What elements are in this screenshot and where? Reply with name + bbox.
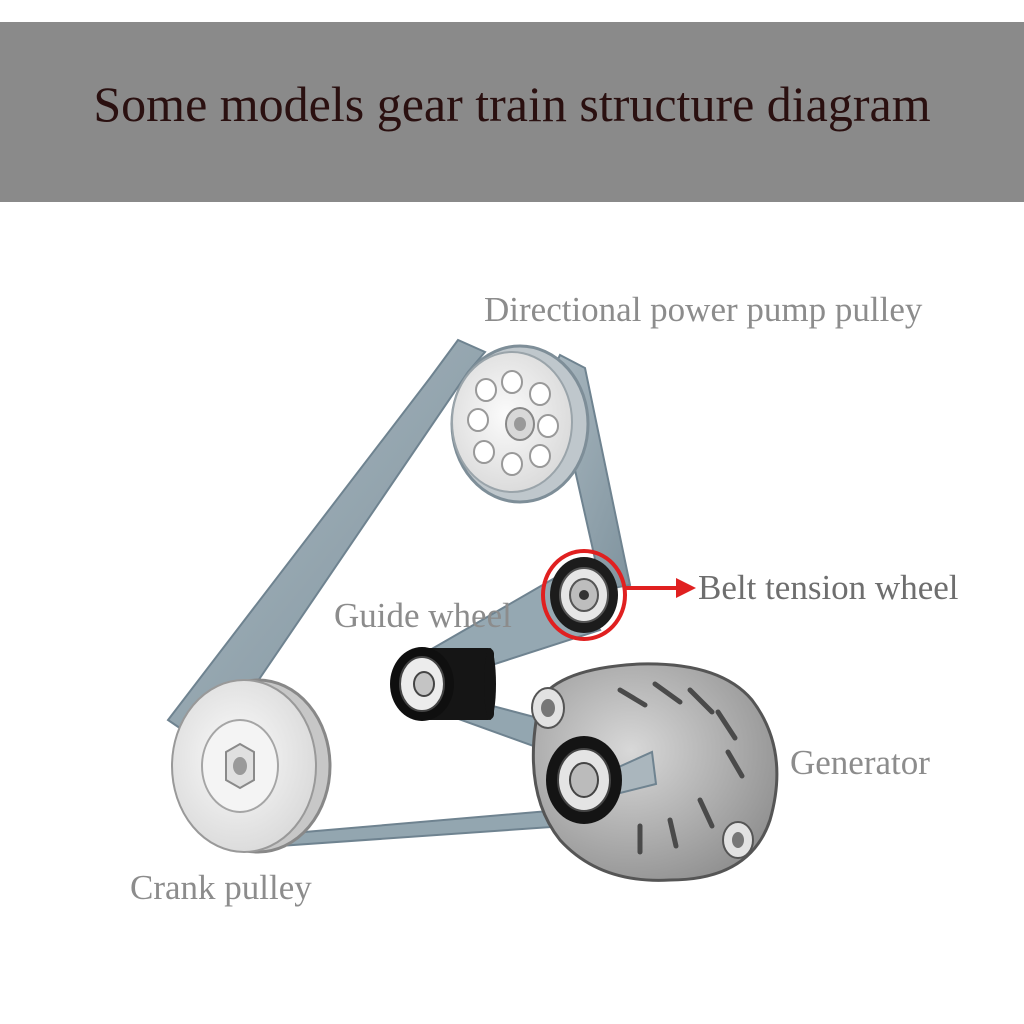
tension-wheel-icon — [550, 557, 618, 633]
tension-wheel-label: Belt tension wheel — [698, 568, 959, 607]
guide-wheel-icon — [390, 647, 496, 721]
tension-wheel-highlight — [541, 549, 696, 641]
title-banner — [0, 22, 1024, 202]
crank-pulley-icon — [171, 678, 332, 854]
guide-wheel-label: Guide wheel — [334, 596, 512, 635]
crank-pulley-label: Crank pulley — [130, 868, 312, 907]
pump-pulley-icon — [450, 344, 590, 504]
pump-pulley-label: Directional power pump pulley — [484, 290, 923, 329]
generator-icon — [531, 662, 779, 882]
generator-label: Generator — [790, 743, 930, 782]
page-title: Some models gear train structure diagram — [93, 76, 931, 132]
